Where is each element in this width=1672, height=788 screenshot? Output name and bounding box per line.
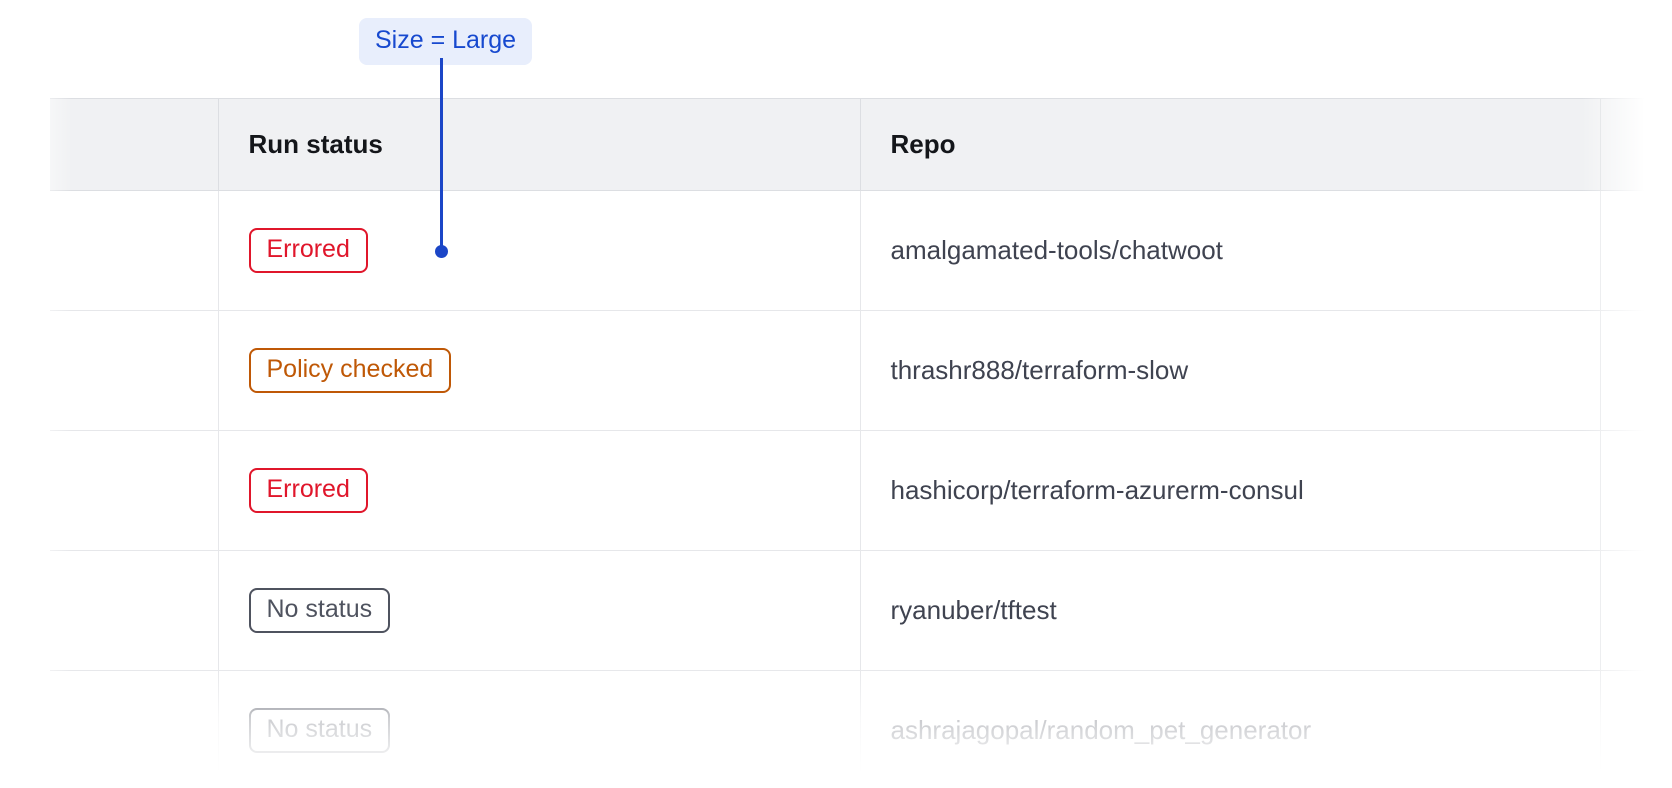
- status-badge: No status: [248, 588, 391, 633]
- runs-table: Run status Repo Errored amalgamated-tool…: [50, 98, 1672, 788]
- row-extra-cell: [1600, 430, 1672, 551]
- row-run-status-cell: Errored: [218, 430, 861, 551]
- row-select-cell[interactable]: [50, 670, 219, 788]
- status-badge: No status: [248, 708, 391, 754]
- row-repo-cell: ashrajagopal/random_pet_generator: [860, 670, 1601, 788]
- table-row[interactable]: Errored hashicorp/terraform-azurerm-cons…: [50, 430, 1672, 551]
- row-select-cell[interactable]: [50, 310, 219, 431]
- row-extra-cell: [1600, 310, 1672, 431]
- table-row[interactable]: Policy checked thrashr888/terraform-slow: [50, 310, 1672, 431]
- row-repo-cell: amalgamated-tools/chatwoot: [860, 190, 1601, 311]
- table-row[interactable]: Errored amalgamated-tools/chatwoot: [50, 190, 1672, 311]
- status-badge: Errored: [248, 228, 368, 273]
- table-body: Errored amalgamated-tools/chatwoot Polic…: [50, 190, 1672, 788]
- callout-label[interactable]: Size = Large: [359, 18, 533, 65]
- row-run-status-cell: No status: [218, 670, 861, 788]
- row-extra-cell: [1600, 670, 1672, 788]
- row-extra-cell: [1600, 190, 1672, 311]
- row-run-status-cell: Errored: [218, 190, 861, 311]
- row-run-status-cell: No status: [218, 550, 861, 671]
- table-row[interactable]: No status ryanuber/tftest: [50, 550, 1672, 671]
- column-header-select[interactable]: [50, 98, 219, 191]
- repo-name: amalgamated-tools/chatwoot: [890, 235, 1223, 265]
- table-header: Run status Repo: [50, 98, 1672, 191]
- column-header-extra[interactable]: [1600, 98, 1672, 191]
- row-repo-cell: ryanuber/tftest: [860, 550, 1601, 671]
- row-repo-cell: thrashr888/terraform-slow: [860, 310, 1601, 431]
- status-badge: Errored: [248, 468, 368, 513]
- repo-name: ryanuber/tftest: [890, 595, 1057, 625]
- table-header-row: Run status Repo: [50, 98, 1672, 191]
- row-select-cell[interactable]: [50, 430, 219, 551]
- status-badge: Policy checked: [248, 348, 452, 393]
- column-header-repo[interactable]: Repo: [860, 98, 1601, 191]
- repo-name: hashicorp/terraform-azurerm-consul: [890, 475, 1304, 505]
- row-select-cell[interactable]: [50, 190, 219, 311]
- row-extra-cell: [1600, 550, 1672, 671]
- repo-name: ashrajagopal/random_pet_generator: [890, 715, 1312, 746]
- row-select-cell[interactable]: [50, 550, 219, 671]
- row-run-status-cell: Policy checked: [218, 310, 861, 431]
- table-row[interactable]: No status ashrajagopal/random_pet_genera…: [50, 670, 1672, 788]
- repo-name: thrashr888/terraform-slow: [890, 355, 1189, 385]
- column-header-run-status[interactable]: Run status: [218, 98, 861, 191]
- row-repo-cell: hashicorp/terraform-azurerm-consul: [860, 430, 1601, 551]
